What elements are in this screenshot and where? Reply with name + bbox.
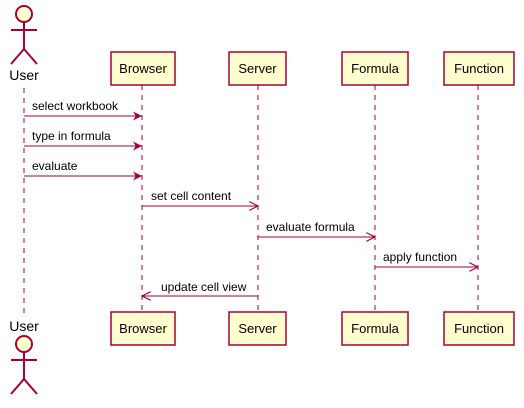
participant-function-top: Function — [443, 51, 515, 86]
message-label: select workbook — [32, 99, 119, 113]
message-update-cell-view: update cell view — [142, 280, 258, 296]
message-label: update cell view — [161, 280, 247, 294]
participant-browser-top: Browser — [110, 51, 176, 86]
message-label: evaluate — [32, 159, 78, 173]
actor-user-bottom: User — [9, 318, 39, 395]
participant-server-top: Server — [228, 51, 287, 86]
participant-function-label: Function — [454, 321, 504, 336]
participant-formula-top: Formula — [341, 51, 409, 86]
participant-function-label: Function — [454, 61, 504, 76]
participant-server-label: Server — [238, 61, 277, 76]
actor-figure-icon — [10, 5, 38, 65]
message-label: type in formula — [32, 129, 111, 143]
participant-formula-bottom: Formula — [341, 311, 409, 346]
actor-user-top: User — [9, 5, 39, 83]
participant-browser-bottom: Browser — [110, 311, 176, 346]
actor-user-label-bottom: User — [9, 318, 39, 334]
message-label: evaluate formula — [266, 220, 355, 234]
participant-formula-label: Formula — [351, 61, 399, 76]
participant-browser-label: Browser — [119, 61, 167, 76]
message-evaluate: evaluate — [24, 159, 142, 181]
actor-figure-icon — [10, 335, 38, 395]
participant-function-bottom: Function — [443, 311, 515, 346]
message-apply-function: apply function — [375, 250, 478, 267]
message-label: set cell content — [151, 189, 232, 203]
message-evaluate-formula: evaluate formula — [258, 220, 375, 237]
participant-browser-label: Browser — [119, 321, 167, 336]
message-select-workbook: select workbook — [24, 99, 142, 121]
message-label: apply function — [383, 250, 457, 264]
message-type-in-formula: type in formula — [24, 129, 142, 151]
participant-formula-label: Formula — [351, 321, 399, 336]
participant-server-label: Server — [238, 321, 277, 336]
participant-server-bottom: Server — [228, 311, 287, 346]
message-set-cell-content: set cell content — [142, 189, 258, 206]
actor-user-label-top: User — [9, 67, 39, 83]
